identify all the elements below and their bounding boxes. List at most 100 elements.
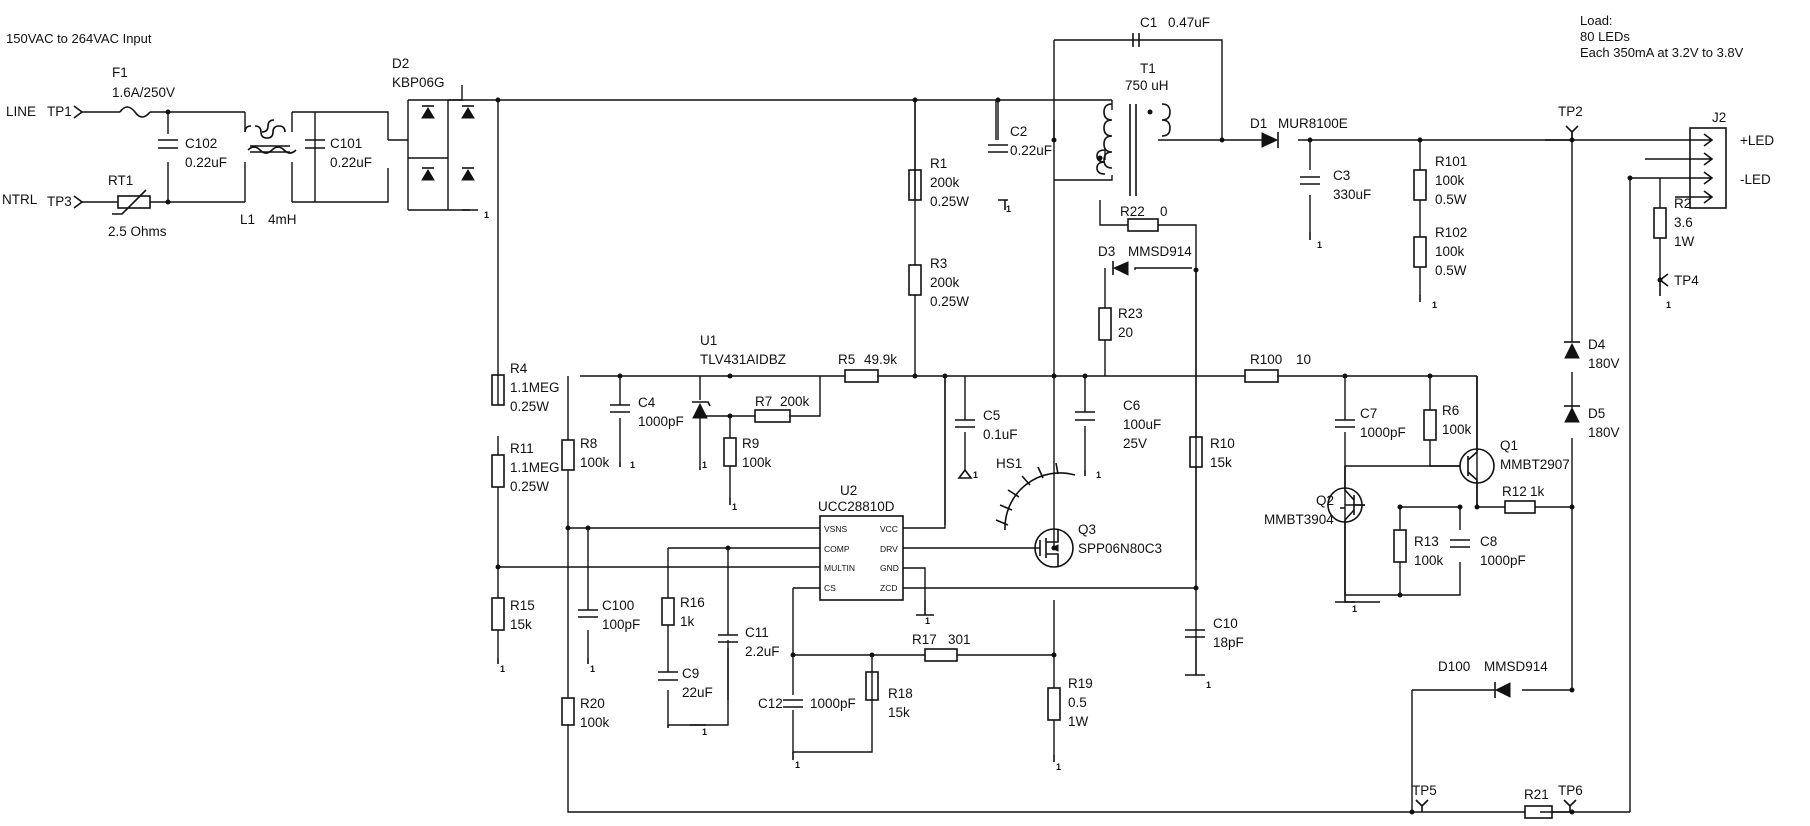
c5-ref: C5 bbox=[983, 408, 1000, 423]
r18-ref: R18 bbox=[888, 686, 913, 701]
resistor-r9 bbox=[723, 437, 737, 467]
r7-ref: R7 bbox=[755, 394, 772, 409]
u1-ref: U1 bbox=[700, 333, 717, 348]
r3-rating: 0.25W bbox=[930, 294, 969, 309]
c102-ref: C102 bbox=[185, 136, 217, 151]
resistor-r2 bbox=[1653, 207, 1667, 239]
q2-value: MMBT3904 bbox=[1264, 512, 1334, 527]
resistor-r5 bbox=[844, 369, 879, 383]
c12-value: 1000pF bbox=[810, 696, 856, 711]
gnd-label: 1 bbox=[1206, 680, 1211, 690]
resistor-r23 bbox=[1098, 307, 1112, 341]
resistor-r100 bbox=[1244, 369, 1279, 383]
u2-pin-cs: CS bbox=[824, 583, 836, 593]
r4-value: 1.1MEG bbox=[510, 380, 560, 395]
tp6-label: TP6 bbox=[1558, 783, 1583, 798]
resistor-r22 bbox=[1127, 218, 1159, 232]
r20-ref: R20 bbox=[580, 696, 605, 711]
d5-ref: D5 bbox=[1588, 406, 1605, 421]
capacitor-c11-symbol bbox=[718, 634, 738, 643]
r23-ref: R23 bbox=[1118, 306, 1143, 321]
thermistor-symbol bbox=[112, 189, 151, 215]
transistor-q1 bbox=[1459, 376, 1495, 507]
u2-ref: U2 bbox=[840, 483, 857, 498]
resistor-r18 bbox=[865, 671, 879, 701]
t1-ref: T1 bbox=[1140, 61, 1156, 76]
gnd-label: 1 bbox=[795, 760, 800, 770]
r7-value: 200k bbox=[780, 394, 810, 409]
gnd-label: 1 bbox=[1352, 604, 1357, 614]
led-pos-label: +LED bbox=[1740, 133, 1774, 148]
u2-pin-multin: MULTIN bbox=[824, 563, 855, 573]
tp1-label: TP1 bbox=[47, 104, 72, 119]
rt1-value: 2.5 Ohms bbox=[108, 224, 167, 239]
resistor-r15 bbox=[491, 597, 505, 631]
gnd-label: 1 bbox=[925, 616, 930, 626]
r100-ref: R100 bbox=[1250, 352, 1282, 367]
u2-pin-zcd: ZCD bbox=[880, 583, 897, 593]
resistor-r3 bbox=[908, 264, 922, 296]
capacitor-c102-symbol bbox=[158, 139, 178, 149]
u2-pin-gnd: GND bbox=[880, 563, 899, 573]
r10-ref: R10 bbox=[1210, 436, 1235, 451]
c7-value: 1000pF bbox=[1360, 425, 1406, 440]
gnd-label: 1 bbox=[732, 502, 737, 512]
resistor-r17 bbox=[924, 648, 958, 662]
u2-value: UCC28810D bbox=[818, 499, 895, 514]
r13-value: 100k bbox=[1414, 553, 1444, 568]
j2-label: J2 bbox=[1712, 110, 1726, 125]
r3-ref: R3 bbox=[930, 256, 947, 271]
r19-value: 0.5 bbox=[1068, 695, 1087, 710]
c9-ref: C9 bbox=[682, 666, 699, 681]
r8-value: 100k bbox=[580, 455, 610, 470]
c101-ref: C101 bbox=[330, 136, 362, 151]
u2-pin-labels: VSNS COMP MULTIN CS ZCD GND DRV VCC bbox=[824, 524, 899, 593]
testpoint-arrows bbox=[73, 105, 1669, 812]
load-spec: Each 350mA at 3.2V to 3.8V bbox=[1580, 45, 1744, 60]
u2-pin-drv: DRV bbox=[880, 544, 898, 554]
l1-value: 4mH bbox=[268, 212, 297, 227]
fuse-symbol bbox=[119, 106, 151, 118]
transistor-q2 bbox=[1327, 466, 1365, 595]
gnd-label: 1 bbox=[590, 664, 595, 674]
r12-ref: R12 bbox=[1502, 484, 1527, 499]
r2-ref: R2 bbox=[1674, 196, 1691, 211]
resistor-r102 bbox=[1413, 236, 1427, 268]
q3-ref: Q3 bbox=[1078, 522, 1096, 537]
r16-ref: R16 bbox=[680, 595, 705, 610]
choke-l1-symbol bbox=[244, 119, 297, 154]
resistor-r101 bbox=[1413, 169, 1427, 201]
r4-rating: 0.25W bbox=[510, 399, 549, 414]
c8-value: 1000pF bbox=[1480, 553, 1526, 568]
gnd-label: 1 bbox=[973, 470, 978, 480]
f1-ref: F1 bbox=[112, 65, 128, 80]
gnd-label: 1 bbox=[484, 210, 489, 220]
r15-value: 15k bbox=[510, 617, 532, 632]
c2-ref: C2 bbox=[1010, 124, 1027, 139]
r3-value: 200k bbox=[930, 275, 960, 290]
l1-ref: L1 bbox=[240, 212, 255, 227]
rt1-ref: RT1 bbox=[108, 173, 133, 188]
f1-value: 1.6A/250V bbox=[112, 85, 175, 100]
u2-pin-vcc: VCC bbox=[880, 524, 898, 534]
r18-value: 15k bbox=[888, 705, 910, 720]
r12-value: 1k bbox=[1530, 484, 1545, 499]
c100-value: 100pF bbox=[602, 617, 640, 632]
capacitor-c7-symbol bbox=[1335, 419, 1355, 428]
capacitor-c3-symbol bbox=[1300, 176, 1320, 185]
r22-value: 0 bbox=[1160, 204, 1168, 219]
resistor-r10 bbox=[1189, 436, 1203, 468]
r100-value: 10 bbox=[1296, 352, 1311, 367]
c11-ref: C11 bbox=[745, 625, 769, 640]
r10-value: 15k bbox=[1210, 455, 1232, 470]
resistor-r12 bbox=[1504, 500, 1536, 514]
zener-d4 bbox=[1564, 341, 1580, 359]
resistor-r11 bbox=[491, 454, 505, 488]
load-title: Load: bbox=[1580, 13, 1613, 28]
r4-ref: R4 bbox=[510, 361, 528, 376]
resistor-r16 bbox=[661, 597, 675, 626]
gnd-label: 1 bbox=[1096, 470, 1101, 480]
capacitor-c6-symbol bbox=[1075, 411, 1095, 421]
r20-value: 100k bbox=[580, 715, 610, 730]
c9-value: 22uF bbox=[682, 685, 713, 700]
